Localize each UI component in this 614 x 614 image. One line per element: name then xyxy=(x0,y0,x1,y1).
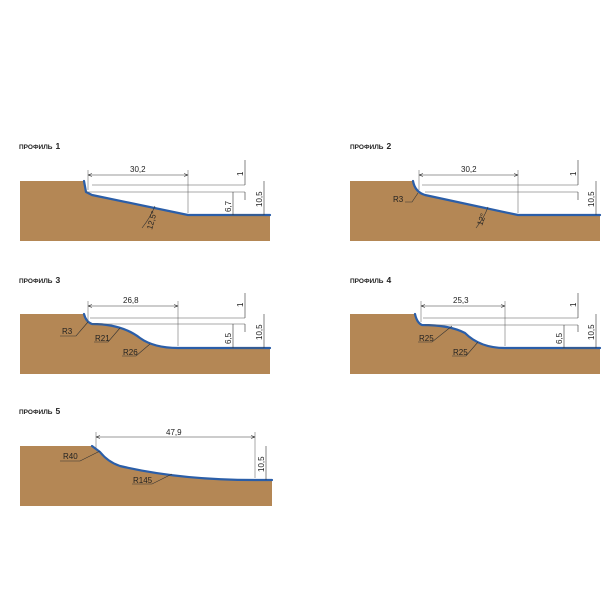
profile-3-depth-label: 10,5 xyxy=(255,324,264,340)
profile-4-dimensions: 25,3 1 10,5 6,5 R25 R25 xyxy=(418,293,597,357)
profile-5-dimensions: 47,9 10,5 R40 R145 xyxy=(60,428,267,485)
profile-1-depth-label: 10,5 xyxy=(255,191,264,207)
profile-1-wood xyxy=(20,181,270,241)
profile-5-cutter-edge xyxy=(90,444,274,482)
profile-2-depth-label: 10,5 xyxy=(587,191,596,207)
profile-4-depth-label: 10,5 xyxy=(587,324,596,340)
profile-5-r2-label: R145 xyxy=(133,476,153,485)
profile-2-angle-label: 12° xyxy=(475,212,488,226)
profile-5-r1-label: R40 xyxy=(63,452,78,461)
profile-2-top-label: 1 xyxy=(569,171,578,176)
profile-1-cutter-edge xyxy=(82,179,272,217)
profile-1-inner-depth-label: 6,7 xyxy=(224,200,233,212)
profile-5-depth-label: 10,5 xyxy=(257,456,266,472)
profile-4-r1-label: R25 xyxy=(419,334,434,343)
profile-1-width-label: 30,2 xyxy=(130,165,146,174)
profile-2-width-label: 30,2 xyxy=(461,165,477,174)
profile-5-width-label: 47,9 xyxy=(166,428,182,437)
profile-4-inner-depth-label: 6,5 xyxy=(555,332,564,344)
profile-2-cutter-edge xyxy=(411,179,602,217)
profile-1-top-label: 1 xyxy=(236,171,245,176)
profile-4-width-label: 25,3 xyxy=(453,296,469,305)
profile-3-r1-label: R3 xyxy=(62,327,73,336)
profile-3-wood xyxy=(20,314,270,374)
profile-5-wood xyxy=(20,446,272,506)
profile-2-wood xyxy=(350,181,600,241)
profile-3-r2-label: R21 xyxy=(95,334,110,343)
profile-2-dimensions: 30,2 1 10,5 R3 12° xyxy=(393,160,597,229)
profile-3-dimensions: 26,8 1 10,5 6,5 R3 R21 R26 xyxy=(60,293,265,357)
profile-3-top-label: 1 xyxy=(236,302,245,307)
profile-3-width-label: 26,8 xyxy=(123,296,139,305)
profile-4-wood xyxy=(350,314,600,374)
profile-3-inner-depth-label: 6,5 xyxy=(224,332,233,344)
profile-4-r2-label: R25 xyxy=(453,348,468,357)
profile-3-cutter-edge xyxy=(82,312,272,350)
profile-3-r3-label: R26 xyxy=(123,348,138,357)
profile-2-radius-label: R3 xyxy=(393,195,404,204)
profile-4-cutter-edge xyxy=(413,312,602,350)
profile-4-top-label: 1 xyxy=(569,302,578,307)
